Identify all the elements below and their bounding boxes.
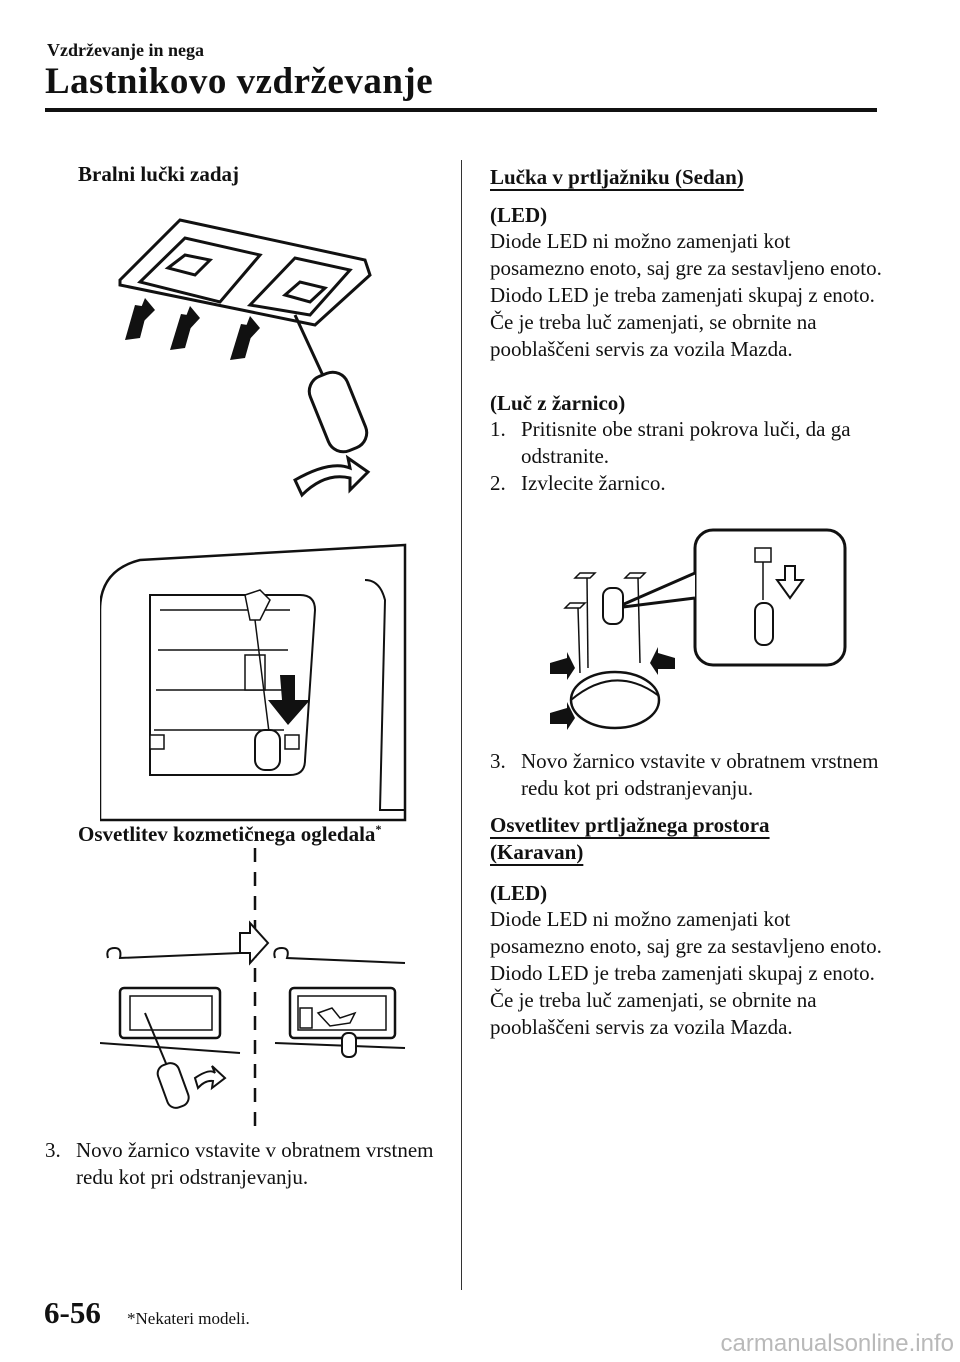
led-label-2: (LED) — [490, 881, 548, 905]
heading-cargo-light-line2: (Karavan) — [490, 840, 584, 864]
bulb-label: (Luč z žarnico) — [490, 391, 626, 415]
section-label: Vzdrževanje in nega — [47, 40, 204, 60]
heading-vanity-mirror: Osvetlitev kozmetičnega ogledala* — [78, 822, 382, 846]
column-divider — [461, 160, 462, 1290]
page-title: Lastnikovo vzdrževanje — [45, 61, 434, 102]
watermark: carmanualsonline.info — [720, 1330, 954, 1357]
heading-trunk-light-sedan: Lučka v prtljažniku (Sedan) — [490, 165, 744, 189]
led-label: (LED) — [490, 203, 548, 227]
rear-reading-light-illustration — [118, 218, 372, 498]
heading-rear-reading-lights: Bralni lučki zadaj — [78, 162, 240, 186]
led-paragraph: Diode LED ni možno zamenjati kot posamez… — [490, 229, 882, 361]
header-rule — [45, 108, 877, 112]
heading-cargo-light-line1: Osvetlitev prtljažnega prostora — [490, 813, 770, 837]
led-paragraph-2: Diode LED ni možno zamenjati kot posamez… — [490, 907, 882, 1039]
footnote: *Nekateri modeli. — [127, 1309, 250, 1328]
vanity-mirror-bulb-illustration — [100, 848, 406, 1128]
trunk-lamp-bulb-illustration — [550, 528, 847, 730]
vanity-mirror-lamp-illustration — [100, 543, 407, 822]
page-number: 6-56 — [44, 1295, 101, 1330]
